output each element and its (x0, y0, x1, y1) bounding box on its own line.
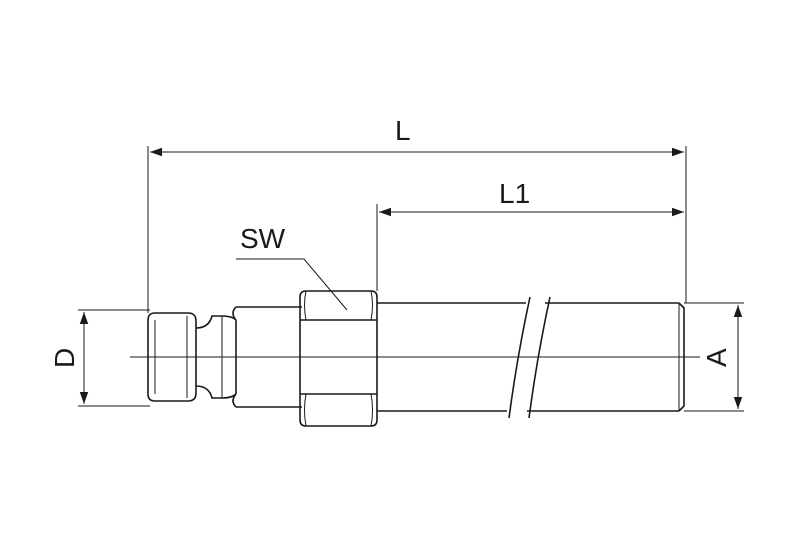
dimension-A: A (684, 302, 744, 412)
dimension-L1: L1 (376, 178, 684, 291)
dimension-A-label: A (701, 348, 732, 367)
wrench-size-label: SW (240, 223, 286, 254)
part-outline (147, 290, 685, 427)
dimension-D: D (49, 309, 150, 407)
dimension-L: L (147, 115, 687, 313)
leader-SW: SW (236, 223, 348, 311)
dimension-D-label: D (49, 348, 80, 368)
hex-nut (299, 290, 378, 427)
dimension-L1-label: L1 (499, 178, 530, 209)
dimension-L-label: L (395, 115, 411, 146)
